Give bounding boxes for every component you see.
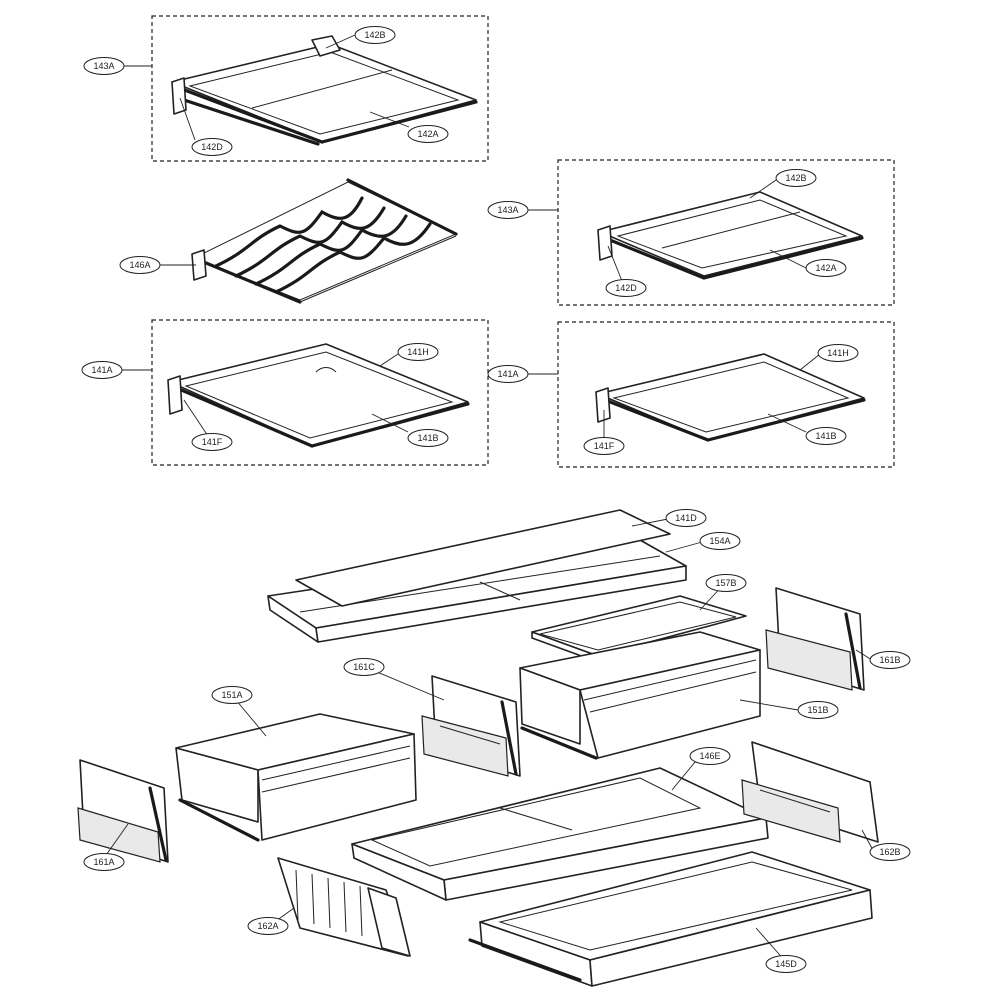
drawer-cover-157b: [531, 595, 747, 663]
group-box-143a-top: [151, 15, 489, 162]
svg-text:141F: 141F: [594, 441, 615, 451]
svg-text:161C: 161C: [353, 662, 375, 672]
callout-161a: 161A: [83, 853, 125, 871]
svg-text:142A: 142A: [417, 129, 438, 139]
svg-text:154A: 154A: [709, 536, 730, 546]
svg-text:141H: 141H: [407, 347, 429, 357]
drawer-bracket-161b: [765, 587, 865, 691]
callout-142d-top: 142D: [191, 138, 233, 156]
drawer-bracket-162b: [741, 741, 879, 843]
svg-text:141F: 141F: [202, 437, 223, 447]
svg-text:141B: 141B: [417, 433, 438, 443]
bottom-tray-145d: [468, 851, 873, 987]
group-box-143a-right: [557, 159, 895, 306]
svg-text:161B: 161B: [879, 655, 900, 665]
callout-161b: 161B: [869, 651, 911, 669]
callout-141h-left: 141H: [397, 343, 439, 361]
callout-154a: 154A: [699, 532, 741, 550]
shelf-divider-146e: [351, 767, 769, 901]
crisper-drawer-151b: [519, 631, 761, 760]
callout-142b-top: 142B: [354, 26, 396, 44]
shelf-assembly-143a-top: [151, 15, 489, 162]
callout-162a: 162A: [247, 917, 289, 935]
callout-142a-top: 142A: [407, 125, 449, 143]
shelf-assembly-141a-left: [151, 319, 489, 466]
group-box-141a-right: [557, 321, 895, 468]
svg-text:162B: 162B: [879, 847, 900, 857]
callout-141a-right: 141A: [487, 365, 529, 383]
callout-151a: 151A: [211, 686, 253, 704]
callout-146a: 146A: [119, 256, 161, 274]
drawer-bracket-162a: [277, 857, 411, 957]
svg-text:141D: 141D: [675, 513, 697, 523]
crisper-cover-141d-154a: [267, 509, 687, 643]
svg-text:141A: 141A: [497, 369, 518, 379]
callout-141b-left: 141B: [407, 429, 449, 447]
drawer-bracket-161a: [77, 759, 169, 863]
callout-146e: 146E: [689, 747, 731, 765]
callout-141b-right: 141B: [805, 427, 847, 445]
callout-141a-left: 141A: [81, 361, 123, 379]
leader-lines: [103, 34, 875, 963]
callout-141h-right: 141H: [817, 344, 859, 362]
svg-text:146A: 146A: [129, 260, 150, 270]
svg-text:145D: 145D: [775, 959, 797, 969]
svg-text:161A: 161A: [93, 857, 114, 867]
svg-text:141B: 141B: [815, 431, 836, 441]
drawer-bracket-161c: [421, 675, 521, 777]
callout-161c: 161C: [343, 658, 385, 676]
crisper-drawer-151a: [175, 713, 417, 842]
svg-text:143A: 143A: [93, 61, 114, 71]
svg-text:142D: 142D: [201, 142, 223, 152]
callout-143a-top: 143A: [83, 57, 125, 75]
shelf-assembly-143a-right: [557, 159, 895, 306]
callout-162b: 162B: [869, 843, 911, 861]
svg-text:141H: 141H: [827, 348, 849, 358]
svg-text:151B: 151B: [807, 705, 828, 715]
svg-text:142B: 142B: [364, 30, 385, 40]
callout-141f-left: 141F: [191, 433, 233, 451]
svg-text:146E: 146E: [699, 751, 720, 761]
svg-text:157B: 157B: [715, 578, 736, 588]
callout-143a-right: 143A: [487, 201, 529, 219]
svg-text:142B: 142B: [785, 173, 806, 183]
callout-142a-right: 142A: [805, 259, 847, 277]
svg-text:142A: 142A: [815, 263, 836, 273]
callout-142b-right: 142B: [775, 169, 817, 187]
svg-text:151A: 151A: [221, 690, 242, 700]
callout-142d-right: 142D: [605, 279, 647, 297]
callout-145d: 145D: [765, 955, 807, 973]
callout-151b: 151B: [797, 701, 839, 719]
wine-rack-146a: [191, 178, 458, 304]
group-box-141a-left: [151, 319, 489, 466]
callout-157b: 157B: [705, 574, 747, 592]
callout-141d: 141D: [665, 509, 707, 527]
callout-141f-right: 141F: [583, 437, 625, 455]
svg-text:141A: 141A: [91, 365, 112, 375]
svg-text:143A: 143A: [497, 205, 518, 215]
svg-text:142D: 142D: [615, 283, 637, 293]
shelf-assembly-141a-right: [557, 321, 895, 468]
svg-text:162A: 162A: [257, 921, 278, 931]
